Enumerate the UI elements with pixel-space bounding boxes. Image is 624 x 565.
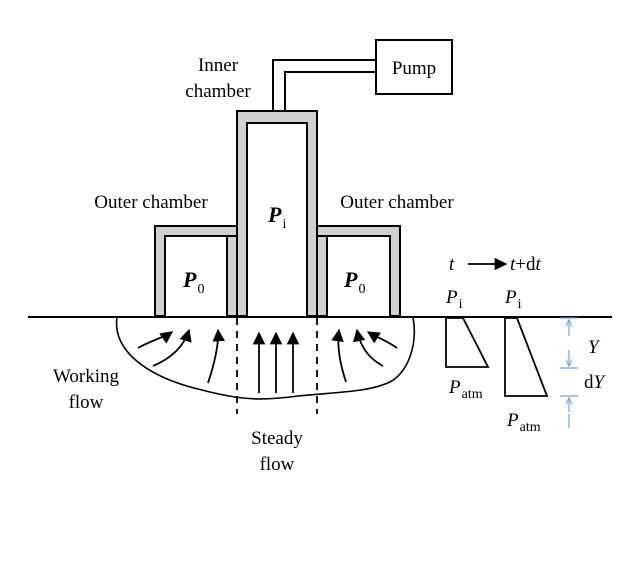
pressure-profile-t-dt — [504, 317, 549, 397]
profile-t-pi-label: Pi — [445, 287, 463, 312]
depth-Y-label: Y — [588, 337, 601, 358]
depth-dimensions — [560, 317, 578, 428]
working-flow-arrow — [366, 331, 398, 349]
pump-label: Pump — [392, 58, 436, 79]
outer-chamber-right-label: Outer chamber — [340, 192, 454, 213]
depth-dY-label: dY — [584, 372, 607, 393]
outer-chamber-right — [316, 225, 401, 317]
profile-t-patm-label: Patm — [448, 377, 483, 402]
working-flow-arrow — [331, 328, 347, 383]
profile-tdt-pi-label: Pi — [504, 287, 522, 312]
pump-pipe — [272, 59, 376, 111]
working-flow-arrows-left — [137, 328, 226, 384]
working-flow-arrow — [207, 328, 226, 384]
working-flow-label-line2: flow — [69, 392, 104, 413]
outer-chamber-left-label: Outer chamber — [94, 192, 208, 213]
seepage-zone-boundary — [115, 316, 415, 400]
steady-flow-label-line1: Steady — [251, 428, 303, 449]
steady-flow-label-line2: flow — [260, 454, 295, 475]
pressure-inner-label: Pi — [267, 202, 286, 232]
inner-chamber-label-line2: chamber — [185, 81, 251, 102]
working-flow-arrow — [152, 328, 192, 367]
working-flow-arrow — [137, 331, 174, 349]
working-flow-label-line1: Working — [53, 366, 120, 387]
steady-flow-arrows — [252, 331, 300, 393]
pressure-outer-right-label: P0 — [343, 267, 365, 297]
time-end-label: t+dt — [510, 254, 542, 275]
working-flow-arrow — [352, 328, 384, 367]
pump-box — [375, 39, 453, 95]
pressure-profile-t — [445, 317, 490, 368]
pressure-outer-left-label: P0 — [182, 267, 204, 297]
time-start-label: t — [449, 254, 455, 275]
inner-chamber-label-line1: Inner — [198, 55, 239, 76]
profile-tdt-patm-label: Patm — [506, 410, 541, 435]
working-flow-arrows-right — [331, 328, 398, 383]
